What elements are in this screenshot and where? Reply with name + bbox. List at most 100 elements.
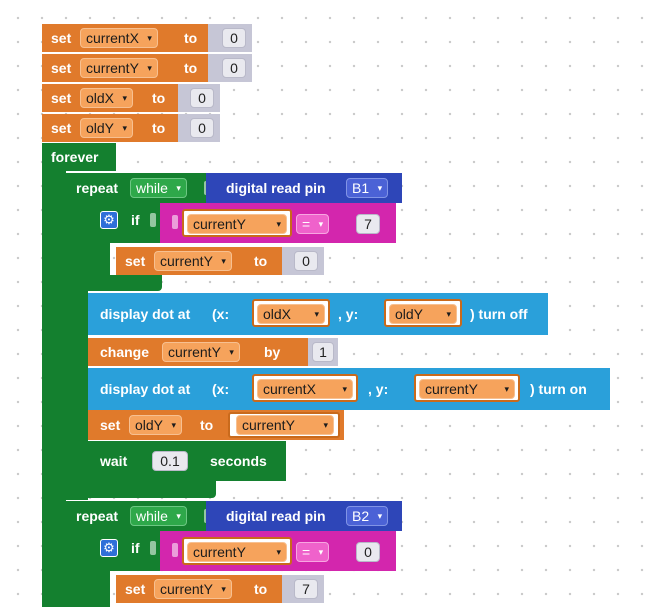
input-notch [172,543,178,557]
value-input-7[interactable]: 7 [282,575,324,603]
to-keyword: to [184,60,198,76]
input-notch [172,215,178,229]
variable-dropdown-currentY[interactable]: currentY▾ [187,542,287,562]
repeat-mode-dropdown[interactable]: while▾ [130,506,187,526]
set-currentX-block[interactable]: set currentX▾ to [42,24,208,52]
set-keyword: set [51,60,72,76]
change-keyword: change [100,344,150,360]
set-oldX-block[interactable]: set oldX▾ to [42,84,178,112]
var-label: currentY [86,60,139,76]
variable-dropdown-oldY[interactable]: oldY▾ [80,118,134,138]
if-block-header[interactable]: ⚙ if [88,203,160,243]
wait-block[interactable]: wait 0.1 seconds [88,441,286,481]
digital-read-label: digital read pin [226,180,326,196]
variable-dropdown-currentX[interactable]: currentX ▾ [80,28,158,48]
turn-off-label: ) turn off [470,306,528,322]
display-dot-off-block[interactable]: display dot at (x: oldX▾ , y: oldY▾ ) tu… [88,293,548,335]
number-field[interactable]: 0 [190,88,214,108]
change-currentY-block[interactable]: change currentY▾ by [88,338,308,366]
number-field[interactable]: 7 [294,579,318,599]
value-input-0[interactable]: 0 [208,54,252,82]
wait-keyword: wait [100,453,128,469]
value-input-0[interactable]: 0 [178,84,220,112]
display-dot-on-block[interactable]: display dot at (x: currentX▾ , y: curren… [88,368,610,410]
compare-block[interactable]: currentY▾ =▾ 7 [160,203,396,243]
number-field[interactable]: 0 [222,28,246,48]
variable-dropdown-oldY[interactable]: oldY▾ [129,415,183,435]
set-currentY-block[interactable]: set currentY▾ to [116,575,282,603]
var-label: currentY [168,344,221,360]
compare-block[interactable]: currentY▾ =▾ 0 [160,531,396,571]
repeat-keyword: repeat [76,180,119,196]
number-field[interactable]: 0 [222,58,246,78]
digital-read-pin-block[interactable]: digital read pin B2▾ [206,501,402,531]
value-input-0[interactable]: 0 [178,114,220,142]
if-keyword: if [131,540,140,556]
chevron-down-icon: ▾ [504,384,509,394]
value-input-0[interactable]: 0 [208,24,252,52]
number-field[interactable]: 1 [312,342,334,362]
operator-label: = [302,216,311,232]
variable-dropdown-currentY[interactable]: currentY▾ [236,415,334,435]
chevron-down-icon: ▾ [176,183,181,193]
set-currentY-block[interactable]: set currentY▾ to [116,247,282,275]
repeat-while-block-header[interactable]: repeat while▾ [66,173,210,203]
var-label: oldX [86,90,115,106]
chevron-down-icon: ▾ [122,93,128,103]
var-label: currentY [193,544,246,560]
chevron-down-icon: ▾ [147,63,152,73]
var-label: oldY [135,417,164,433]
variable-dropdown-currentY[interactable]: currentY▾ [419,379,515,399]
set-keyword: set [100,417,121,433]
variable-dropdown-currentY[interactable]: currentY▾ [187,214,287,234]
value-input-1[interactable]: 1 [308,338,338,366]
pin-dropdown-b1[interactable]: B1▾ [346,178,389,198]
set-oldY-to-currentY-block[interactable]: set oldY▾ to currentY▾ [88,410,344,440]
number-field[interactable]: 0 [356,542,380,562]
variable-dropdown-currentY[interactable]: currentY▾ [154,579,232,599]
number-field[interactable]: 0 [294,251,318,271]
variable-dropdown-oldX[interactable]: oldX ▾ [80,88,134,108]
var-label: currentX [263,381,316,397]
settings-icon[interactable]: ⚙ [100,211,118,229]
repeat-while-footer [66,480,216,498]
variable-dropdown-oldX[interactable]: oldX▾ [257,304,325,324]
pin-dropdown-b2[interactable]: B2 ▾ [346,506,389,526]
variable-dropdown-currentY[interactable]: currentY ▾ [80,58,158,78]
chevron-down-icon: ▾ [377,511,383,521]
to-keyword: to [254,581,268,597]
digital-read-pin-block[interactable]: digital read pin B1▾ [206,173,402,203]
value-input-0[interactable]: 0 [282,247,324,275]
chevron-down-icon: ▾ [318,219,324,229]
to-keyword: to [184,30,198,46]
set-oldY-block[interactable]: set oldY▾ to [42,114,178,142]
settings-icon[interactable]: ⚙ [100,539,118,557]
var-label: currentY [193,216,246,232]
var-label: currentX [86,30,139,46]
repeat-while-arm [66,202,88,500]
operator-dropdown[interactable]: =▾ [296,542,330,562]
variable-dropdown-currentX[interactable]: currentX ▾ [257,379,353,399]
variable-dropdown-currentY[interactable]: currentY▾ [162,342,240,362]
display-dot-label: display dot at [100,306,191,322]
number-field[interactable]: 0 [190,118,214,138]
chevron-down-icon: ▾ [147,33,152,43]
pin-label: B2 [352,508,370,524]
number-field[interactable]: 7 [356,214,380,234]
y-label: , y: [338,306,359,322]
operator-dropdown[interactable]: =▾ [296,214,330,234]
seconds-keyword: seconds [210,453,267,469]
set-currentY-block[interactable]: set currentY ▾ to [42,54,208,82]
chevron-down-icon: ▾ [314,309,319,319]
forever-block-header[interactable]: forever [42,143,116,171]
variable-dropdown-oldY[interactable]: oldY▾ [389,304,457,324]
repeat-mode-dropdown[interactable]: while▾ [130,178,187,198]
if-block-header[interactable]: ⚙ if [88,531,160,571]
variable-dropdown-currentY[interactable]: currentY▾ [154,251,232,271]
repeat-while-arm [66,530,88,607]
repeat-while-block-header[interactable]: repeat while▾ [66,501,210,531]
chevron-down-icon: ▾ [342,384,347,394]
input-notch [150,213,156,227]
chevron-down-icon: ▾ [221,584,226,594]
number-field[interactable]: 0.1 [152,451,188,471]
